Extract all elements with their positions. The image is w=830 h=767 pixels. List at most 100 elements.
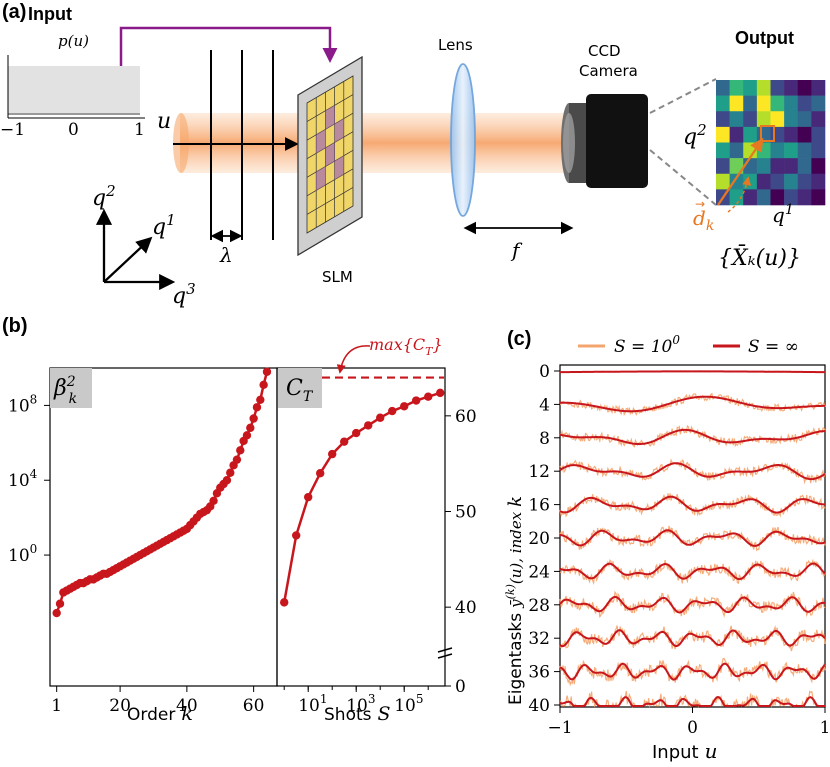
lambda-label: λ xyxy=(219,243,233,267)
output-set-label: {X̄ₖ(u)} xyxy=(718,244,801,271)
dk-label: dk xyxy=(693,206,714,234)
camera-glass xyxy=(563,113,575,173)
output-cell xyxy=(784,80,799,96)
output-highlight xyxy=(760,125,775,142)
eigentask-ideal-curve xyxy=(559,562,826,581)
slm-grid-line xyxy=(306,168,354,197)
output-cell xyxy=(729,158,744,175)
beta-point xyxy=(262,367,272,376)
c-xtick-label: −1 xyxy=(547,718,572,738)
input-distribution xyxy=(8,66,140,114)
eigentask-ideal-curve xyxy=(559,495,825,514)
output-cell xyxy=(797,142,812,159)
output-cell xyxy=(743,189,758,206)
ct-point xyxy=(364,421,373,430)
output-cell xyxy=(716,80,730,96)
eigentask-noisy-curve xyxy=(559,525,826,552)
b-left-xtick-label: 60 xyxy=(243,696,265,716)
slm-label: SLM xyxy=(322,268,353,286)
badge-beta xyxy=(50,368,92,408)
input-func: p(u) xyxy=(58,32,89,50)
camera-label-2: Camera xyxy=(579,62,638,80)
output-cell xyxy=(743,95,758,112)
axis-q2-label: q2 xyxy=(92,182,116,211)
output-cell xyxy=(784,158,799,175)
eigentask-ideal-curve xyxy=(559,695,825,707)
output-cell xyxy=(784,189,799,206)
input-tick-0: 0 xyxy=(68,120,79,140)
output-cell xyxy=(770,158,785,175)
output-cell xyxy=(784,126,799,143)
output-cell xyxy=(797,189,812,206)
output-cell xyxy=(770,142,785,159)
beta-point xyxy=(52,608,61,618)
slm-pixel xyxy=(325,142,335,167)
b-right-ytick-label: 50 xyxy=(455,503,477,523)
eigentask-noisy-curve xyxy=(559,493,826,518)
output-cell xyxy=(729,126,744,143)
output-cell xyxy=(797,126,812,143)
input-tick-1: 1 xyxy=(134,120,145,140)
input-title: Input xyxy=(28,4,72,24)
axis-break-mark xyxy=(437,653,453,659)
beta-point xyxy=(252,403,262,412)
output-cell xyxy=(743,80,758,96)
legend-label-noisy: S = 100 xyxy=(614,333,680,357)
ct-point xyxy=(436,388,445,398)
lens-label: Lens xyxy=(438,36,473,54)
output-cell xyxy=(797,80,812,96)
b-right-ytick-label: 0 xyxy=(455,677,466,697)
beta-point xyxy=(232,455,242,464)
b-right-ytick-label: 60 xyxy=(455,407,477,427)
output-cell xyxy=(756,189,771,206)
ct-point xyxy=(400,402,409,411)
c-ytick-label: 20 xyxy=(528,529,550,549)
beta-point xyxy=(242,431,252,440)
output-cell xyxy=(743,111,758,128)
slm-pixel xyxy=(325,105,335,130)
legend-label-ideal: S = ∞ xyxy=(748,337,799,357)
c-ytick-label: 0 xyxy=(539,362,550,382)
max-ct-label: max{CT} xyxy=(369,335,443,358)
panel-a-label: (a) xyxy=(2,1,26,23)
b-left-xtick-label: 40 xyxy=(176,696,198,716)
output-cell xyxy=(729,173,744,190)
output-cell xyxy=(729,111,744,128)
ct-point xyxy=(292,531,301,540)
c-ytick-label: 12 xyxy=(528,462,550,482)
output-cell xyxy=(756,158,771,175)
output-q2-label: q2 xyxy=(683,121,707,150)
beta-point xyxy=(209,496,218,506)
output-title: Output xyxy=(735,28,794,48)
dk-pointer xyxy=(727,176,752,213)
slm-pixel xyxy=(334,155,344,180)
output-cell xyxy=(797,95,812,112)
output-cell xyxy=(811,111,826,128)
output-cell xyxy=(811,173,826,190)
beta-point xyxy=(259,380,268,390)
ct-point xyxy=(280,598,289,607)
beta-point xyxy=(249,414,258,423)
output-cell xyxy=(716,95,730,112)
axis-q3-label: q3 xyxy=(172,280,196,309)
eigentask-ideal-curve xyxy=(559,596,826,614)
output-cell xyxy=(770,95,785,112)
ct-point xyxy=(376,413,385,422)
ct-point xyxy=(316,469,325,478)
ct-point xyxy=(412,396,421,405)
eigentask-ideal-curve xyxy=(559,529,826,547)
output-cell xyxy=(756,95,771,112)
eigentask-ideal-curve xyxy=(560,370,825,374)
output-cell xyxy=(811,95,826,112)
c-xtick-label: 0 xyxy=(687,718,698,738)
b-left-ytick-label: 104 xyxy=(8,467,38,491)
camera-body xyxy=(586,94,648,188)
output-cell xyxy=(797,158,812,175)
ct-point xyxy=(424,392,433,401)
camera-lens-barrel xyxy=(569,103,591,183)
